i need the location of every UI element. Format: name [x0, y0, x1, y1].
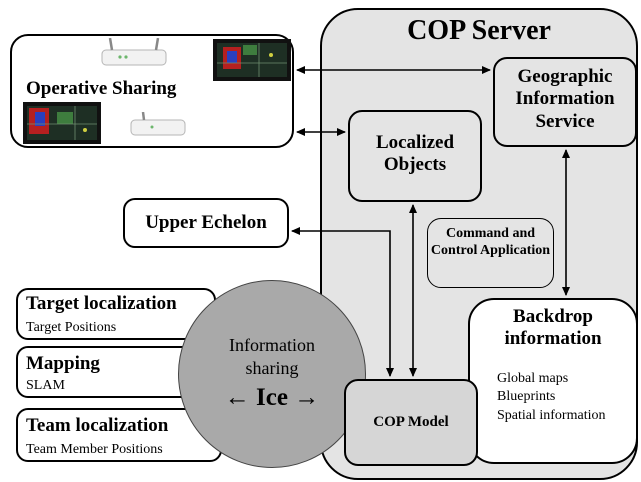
- target-localization-subtitle: Target Positions: [26, 320, 117, 335]
- arrow-model-upper: [291, 227, 394, 377]
- team-localization-subtitle: Team Member Positions: [26, 442, 163, 457]
- backdrop-item-global-maps: Global maps: [497, 371, 569, 386]
- map-screen-icon: [23, 102, 101, 144]
- localized-objects-label: Localized Objects: [375, 132, 455, 176]
- upper-echelon-label: Upper Echelon: [145, 212, 267, 233]
- gis-label: Geographic Information Service: [515, 66, 615, 132]
- map-screen-icon: [213, 39, 291, 81]
- router-icon: [101, 38, 167, 66]
- backdrop-item-spatial: Spatial information: [497, 407, 606, 423]
- sharing-label: sharing: [245, 358, 299, 379]
- target-localization-box: [16, 288, 216, 340]
- target-localization-title: Target localization: [26, 293, 177, 314]
- team-localization-title: Team localization: [26, 415, 169, 436]
- ice-label: ← Ice →: [224, 384, 320, 411]
- upper-echelon-node: [123, 198, 289, 248]
- command-control-label: Command and Control Application: [430, 226, 551, 258]
- localized-objects-node: [348, 110, 482, 202]
- backdrop-item-blueprints: Blueprints: [497, 389, 556, 405]
- command-control-node: [427, 218, 554, 288]
- cop-model-label: COP Model: [373, 414, 449, 430]
- backdrop-list: Global maps Blueprints Spatial informati…: [497, 370, 605, 425]
- backdrop-node: [468, 298, 638, 464]
- mapping-title: Mapping: [26, 353, 100, 374]
- cop-server-title: COP Server: [407, 15, 551, 46]
- cop-model-node: [344, 379, 478, 466]
- backdrop-label: Backdrop information: [504, 306, 602, 350]
- operative-sharing-label: Operative Sharing: [26, 78, 177, 99]
- mapping-subtitle: SLAM: [26, 378, 65, 393]
- gis-node: [493, 57, 637, 147]
- router-icon: [130, 112, 186, 136]
